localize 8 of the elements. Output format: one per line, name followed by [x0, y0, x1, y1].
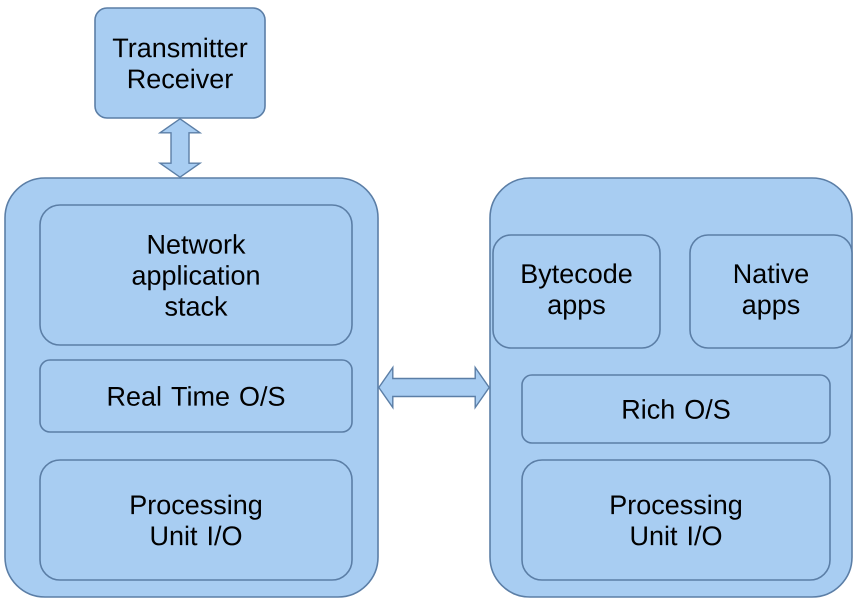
component-box: Transmitter Receiver: [94, 7, 266, 119]
component-box: Processing Unit I/O: [521, 459, 831, 581]
component-box: Processing Unit I/O: [39, 459, 353, 581]
component-box: Native apps: [689, 234, 853, 349]
component-box: Bytecode apps: [492, 234, 661, 349]
component-box: Rich O/S: [521, 374, 831, 444]
component-box: Network application stack: [39, 204, 353, 346]
component-box: Real Time O/S: [39, 359, 353, 433]
